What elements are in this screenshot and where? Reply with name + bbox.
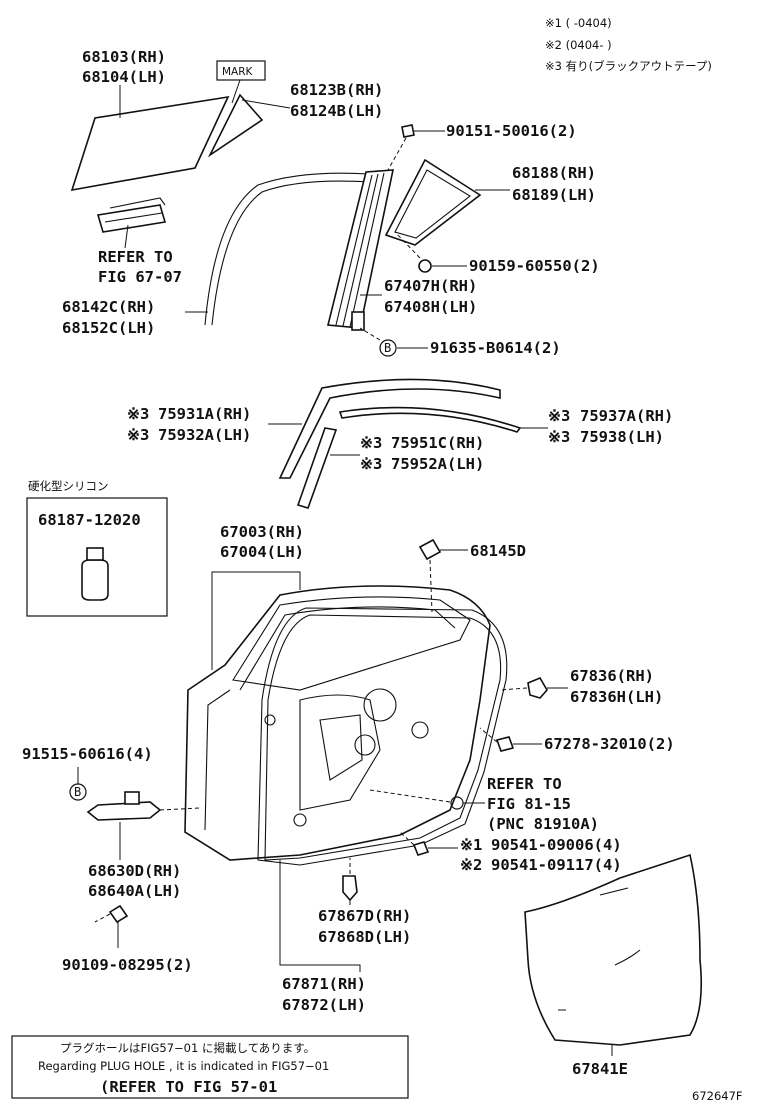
b-symbol-2 [69, 783, 87, 801]
clip-67867d [342, 875, 358, 902]
label-75937a: 75937A(RH) [580, 407, 673, 425]
silicone-tube [81, 559, 109, 601]
rear-door-panel [184, 585, 491, 861]
label-90109: 90109-08295(2) [62, 956, 193, 974]
b-symbol-1 [379, 339, 397, 357]
label-75932a: 75932A(LH) [158, 426, 251, 444]
ast3-75952a: ※3 [360, 455, 382, 473]
label-68145d: 68145D [470, 542, 526, 560]
glass-run-weatherstrip [204, 172, 371, 326]
label-68142c: 68142C(RH) [62, 298, 155, 316]
refer-fig-81-15: FIG 81-15 [487, 795, 571, 813]
label-91635: 91635-B0614(2) [430, 339, 561, 357]
glass-run-bracket [96, 204, 167, 233]
footer-en: Regarding PLUG HOLE , it is indicated in… [38, 1059, 329, 1073]
label-68189: 68189(LH) [512, 186, 596, 204]
ast1-90541: ※1 [460, 836, 482, 854]
pillar-tape [296, 427, 338, 509]
ast3-75932a: ※3 [127, 426, 149, 444]
belt-moulding [278, 378, 501, 479]
ast3-75937a: ※3 [548, 407, 570, 425]
label-75952a: 75952A(LH) [391, 455, 484, 473]
ast3-75951c: ※3 [360, 434, 382, 452]
label-67278: 67278-32010(2) [544, 735, 675, 753]
label-68630d: 68630D(RH) [88, 862, 181, 880]
label-67003: 67003(RH) [220, 523, 304, 541]
quarter-frame [384, 158, 482, 246]
footer-note-box [11, 1035, 409, 1099]
label-68187: 68187-12020 [38, 511, 141, 529]
b-symbol-text-1: B [384, 341, 391, 355]
label-67872: 67872(LH) [282, 996, 366, 1014]
note-1: ※1 ( -0404) [545, 16, 612, 30]
label-67004: 67004(LH) [220, 543, 304, 561]
clip-67836 [527, 676, 548, 699]
footer-jp: プラグホールはFIG57−01 に掲載してあります。 [60, 1041, 315, 1055]
refer-to-2: REFER TO [487, 775, 562, 793]
label-68104: 68104(LH) [82, 68, 166, 86]
refer-to-1: REFER TO [98, 248, 173, 266]
door-check [86, 801, 162, 821]
label-90159: 90159-60550(2) [469, 257, 600, 275]
screw-90151 [401, 124, 415, 138]
label-67871: 67871(RH) [282, 975, 366, 993]
label-75938: 75938(LH) [580, 428, 664, 446]
door-weatherstrip [264, 614, 502, 861]
label-67408h: 67408H(LH) [384, 298, 477, 316]
note-3: ※3 有り(ブラックアウトテープ) [545, 59, 712, 73]
label-67836: 67836(RH) [570, 667, 654, 685]
service-hole-cover [524, 853, 703, 1046]
quarter-glass [207, 93, 264, 158]
label-68188: 68188(RH) [512, 164, 596, 182]
ast3-75938: ※3 [548, 428, 570, 446]
label-90151: 90151-50016(2) [446, 122, 577, 140]
refer-fig-67-07: FIG 67-07 [98, 268, 182, 286]
note-2: ※2 (0404- ) [545, 38, 612, 52]
door-glass [70, 95, 230, 192]
refer-pnc-81910a: (PNC 81910A) [487, 815, 599, 833]
label-67407h: 67407H(RH) [384, 277, 477, 295]
ast2-90541: ※2 [460, 856, 482, 874]
label-75951c: 75951C(RH) [391, 434, 484, 452]
mark-box [216, 60, 266, 81]
label-67867d: 67867D(RH) [318, 907, 411, 925]
bolt-90541 [412, 841, 430, 856]
label-67868d: 67868D(LH) [318, 928, 411, 946]
clip-68145d [418, 538, 442, 561]
label-90541-09117: 90541-09117(4) [491, 856, 622, 874]
division-bar-bracket [351, 311, 365, 331]
footer-refer: (REFER TO FIG 57-01 [100, 1078, 277, 1096]
figure-id: 672647F [692, 1089, 743, 1103]
label-68152c: 68152C(LH) [62, 319, 155, 337]
label-68640a: 68640A(LH) [88, 882, 181, 900]
silicone-box [26, 497, 168, 617]
b-symbol-text-2: B [74, 785, 81, 799]
silicone-title: 硬化型シリコン [28, 479, 109, 493]
label-68124b: 68124B(LH) [290, 102, 383, 120]
label-67841e: 67841E [572, 1060, 628, 1078]
bolt-90109 [108, 904, 129, 924]
rear-moulding [338, 406, 522, 433]
screw-90159 [418, 259, 432, 273]
ast3-75931a: ※3 [127, 405, 149, 423]
label-68123b: 68123B(RH) [290, 81, 383, 99]
label-90541-09006: 90541-09006(4) [491, 836, 622, 854]
label-67836h: 67836H(LH) [570, 688, 663, 706]
mark-label: MARK [222, 66, 254, 78]
label-68103: 68103(RH) [82, 48, 166, 66]
label-91515: 91515-60616(4) [22, 745, 153, 763]
clip-67278 [495, 736, 515, 752]
label-75931a: 75931A(RH) [158, 405, 251, 423]
